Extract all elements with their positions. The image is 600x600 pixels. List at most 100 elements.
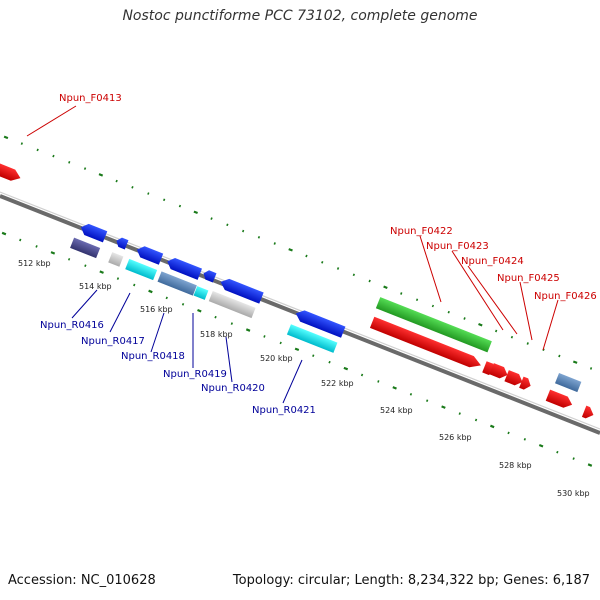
map-title: Nostoc punctiforme PCC 73102, complete g…: [122, 8, 478, 24]
tick-mark: [50, 251, 56, 255]
gene-blue-517b[interactable]: [218, 276, 264, 304]
gene-npun-r0420[interactable]: [208, 290, 256, 319]
tick-mark: [305, 254, 308, 258]
tick-mark: [400, 292, 403, 295]
gene-red-531b[interactable]: [581, 405, 596, 421]
gene-npun-f0426[interactable]: [519, 376, 533, 392]
tick-mark: [458, 412, 461, 415]
tick-mark: [572, 360, 578, 364]
reverse-gene-labels: Npun_R0416 Npun_R0417 Npun_R0418 Npun_R0…: [40, 320, 316, 416]
tick-mark: [67, 257, 71, 261]
tick-mark: [538, 443, 544, 448]
gene-steel-531[interactable]: [555, 373, 582, 393]
tick-mark: [214, 315, 217, 319]
tick-mark: [148, 289, 153, 294]
label-npun-f0424[interactable]: Npun_F0424: [461, 256, 524, 267]
tick-mark: [288, 248, 293, 252]
gene-npun-f0413[interactable]: [0, 157, 23, 184]
tick-mark: [510, 335, 514, 339]
gene-npun-r0421[interactable]: [286, 324, 338, 353]
tick-mark: [230, 322, 234, 325]
tick-mark: [589, 367, 593, 370]
gene-blue-516[interactable]: [165, 256, 203, 280]
tick-mark: [245, 328, 251, 332]
tick-mark: [1, 231, 7, 236]
gene-npun-r0419[interactable]: [193, 286, 209, 300]
tick-mark: [368, 279, 371, 283]
tick-mark: [99, 270, 104, 274]
tick-mark: [20, 142, 24, 145]
gene-blue-513[interactable]: [115, 236, 129, 250]
tick-mark: [226, 223, 229, 227]
tick-mark: [279, 341, 282, 345]
gene-blue-517a[interactable]: [202, 269, 217, 283]
tick-mark: [210, 217, 213, 220]
label-npun-r0420[interactable]: Npun_R0420: [201, 383, 265, 394]
tick-mark: [392, 386, 397, 390]
tick-tracks: [1, 135, 593, 467]
gene-npun-f0422[interactable]: [375, 297, 492, 353]
tick-mark: [165, 296, 168, 300]
tick-mark: [178, 204, 182, 208]
label-npun-f0413[interactable]: Npun_F0413: [59, 93, 122, 104]
tick-mark: [273, 242, 276, 245]
label-npun-r0421[interactable]: Npun_R0421: [252, 405, 316, 416]
tick-mark: [98, 173, 104, 177]
tick-mark: [572, 457, 575, 460]
tick-mark: [587, 463, 593, 467]
gene-red-531a[interactable]: [545, 389, 575, 411]
label-npun-f0426[interactable]: Npun_F0426: [534, 291, 597, 302]
tick-mark: [83, 167, 87, 170]
gene-blue-512[interactable]: [79, 222, 108, 243]
reverse-genes: [70, 222, 346, 353]
kbp-label: 524 kbp: [380, 406, 413, 415]
tick-mark: [415, 298, 419, 302]
gene-npun-r0417[interactable]: [108, 252, 124, 267]
tick-mark: [489, 424, 495, 429]
gene-blue-515a[interactable]: [135, 244, 164, 265]
label-npun-r0419[interactable]: Npun_R0419: [163, 369, 227, 380]
tick-mark: [131, 185, 134, 189]
tick-mark: [507, 431, 510, 435]
gene-npun-f0425[interactable]: [489, 363, 509, 380]
gene-npun-r0418[interactable]: [157, 271, 197, 296]
tick-mark: [116, 277, 120, 280]
tick-mark: [36, 148, 39, 152]
tick-mark: [257, 235, 261, 239]
tick-mark: [162, 198, 166, 202]
gene-npun-r0416[interactable]: [125, 258, 158, 281]
tick-mark: [377, 380, 380, 383]
gene-npun-f0423[interactable]: [369, 316, 483, 371]
gene-purple-512[interactable]: [70, 237, 101, 259]
tick-mark: [463, 317, 466, 320]
tick-mark: [447, 310, 450, 314]
kbp-label: 522 kbp: [321, 379, 354, 388]
forward-genes: [0, 157, 596, 421]
tick-mark: [52, 154, 55, 158]
tick-mark: [474, 418, 478, 422]
kbp-label: 514 kbp: [79, 282, 112, 291]
tick-mark: [294, 347, 300, 352]
label-npun-r0416[interactable]: Npun_R0416: [40, 320, 104, 331]
label-npun-r0418[interactable]: Npun_R0418: [121, 351, 185, 362]
label-npun-f0422[interactable]: Npun_F0422: [390, 226, 453, 237]
tick-mark: [19, 238, 22, 242]
tick-mark: [478, 322, 483, 327]
kbp-label: 520 kbp: [260, 354, 293, 363]
gene-blue-521[interactable]: [294, 308, 346, 338]
label-npun-r0417[interactable]: Npun_R0417: [81, 336, 145, 347]
kbp-label: 512 kbp: [18, 259, 51, 268]
tick-mark: [526, 342, 529, 345]
tick-mark: [263, 335, 266, 338]
tick-mark: [409, 392, 413, 396]
tick-mark: [181, 302, 185, 306]
tick-mark: [494, 329, 498, 333]
tick-mark: [425, 399, 429, 403]
gene-npun-f0425b[interactable]: [504, 370, 524, 387]
kbp-label: 526 kbp: [439, 433, 472, 442]
label-npun-f0423[interactable]: Npun_F0423: [426, 241, 489, 252]
label-npun-f0425[interactable]: Npun_F0425: [497, 273, 560, 284]
tick-mark: [321, 260, 324, 264]
kbp-label: 528 kbp: [499, 461, 532, 470]
